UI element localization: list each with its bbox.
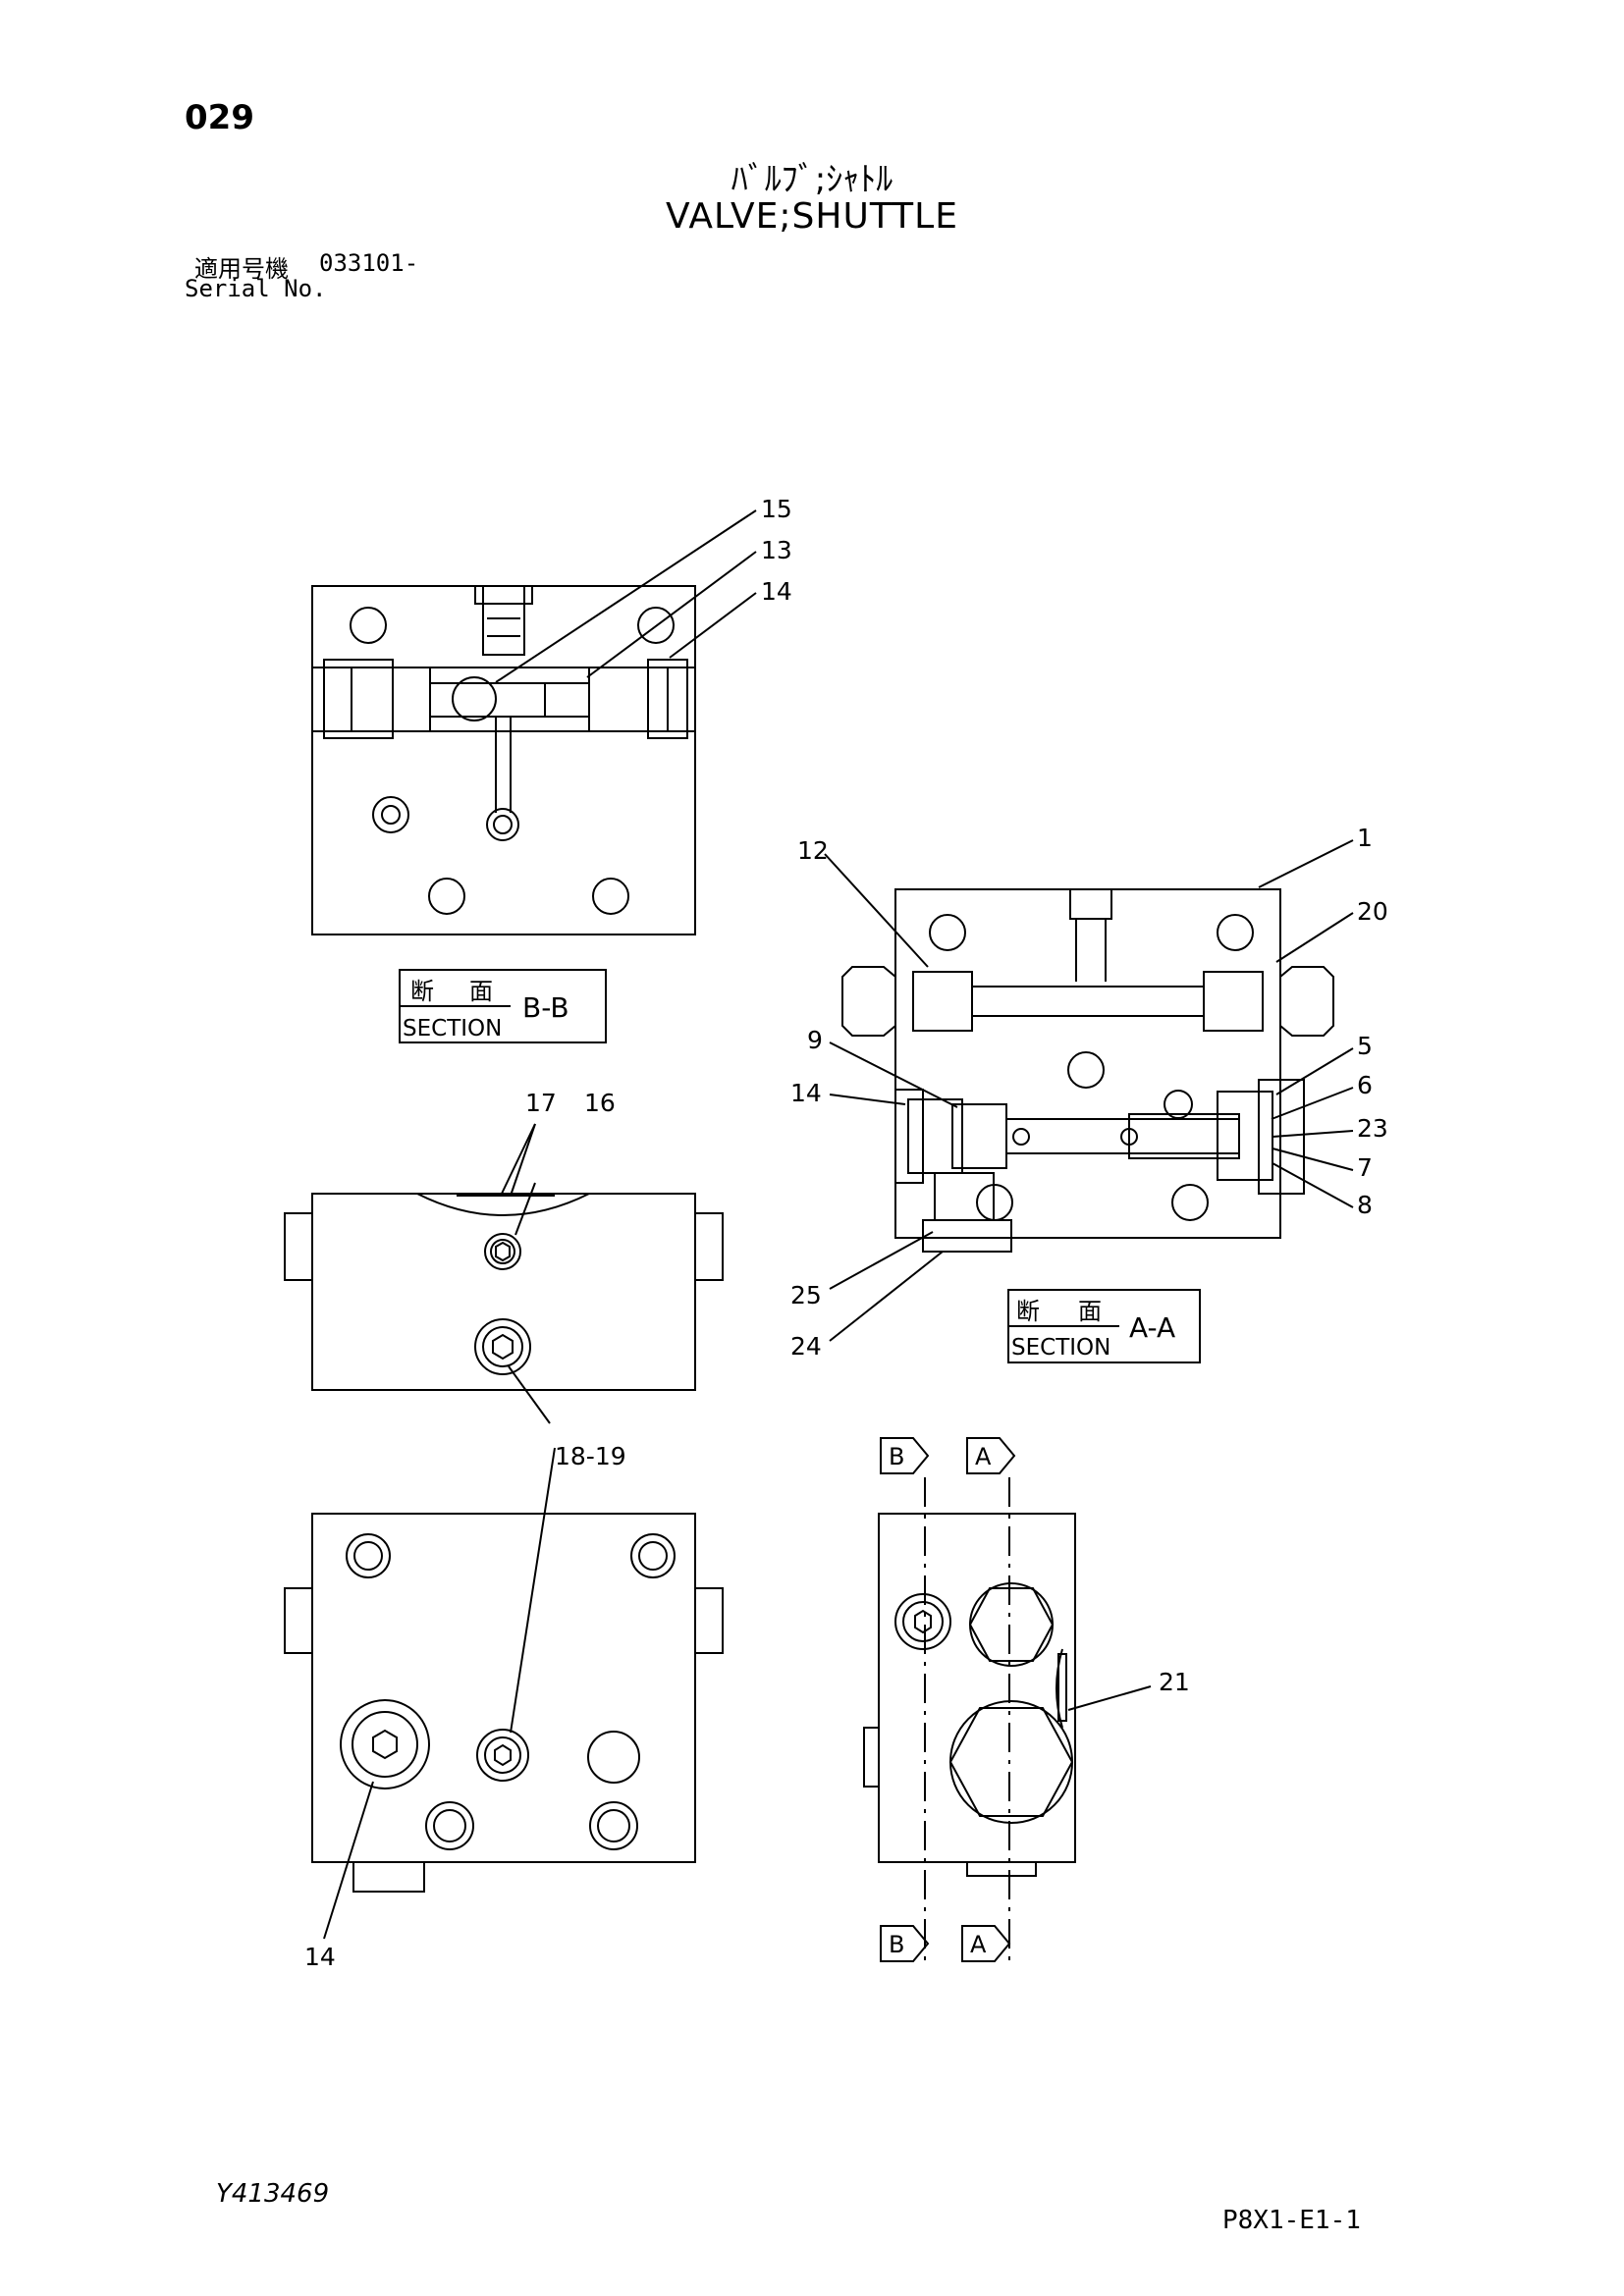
serial-number-value: 033101- [319,249,419,277]
callout-1: 1 [1357,824,1373,852]
section-bb-view [311,509,757,1043]
aa-label-jp1: 断 [1016,1298,1040,1325]
aa-label-jp2: 面 [1078,1298,1102,1325]
callout-8: 8 [1357,1191,1373,1219]
front-view [284,1447,724,1940]
callout-7: 7 [1357,1153,1373,1182]
document-id: Y413469 [216,2179,330,2209]
cut-marker-b-bottom: B [889,1931,904,1958]
callout-17: 17 [525,1089,557,1117]
bb-label-jp1: 断 [410,978,434,1005]
callout-14-section-aa: 14 [790,1079,822,1107]
title-japanese: ﾊﾞﾙﾌﾞ;ｼｬﾄﾙ [731,160,893,199]
cut-marker-a-top: A [975,1443,992,1470]
cut-marker-b-top: B [889,1443,904,1470]
page-code: P8X1-E1-1 [1222,2206,1361,2235]
callout-13: 13 [761,536,792,564]
callout-21: 21 [1159,1668,1190,1696]
callout-9: 9 [807,1026,823,1054]
bb-label-id: B-B [522,991,569,1024]
aa-label-section: SECTION [1011,1335,1110,1361]
callout-23: 23 [1357,1114,1388,1143]
callout-12: 12 [797,836,829,865]
section-aa-view [824,839,1354,1363]
callout-20: 20 [1357,897,1388,926]
aa-label-id: A-A [1129,1311,1175,1344]
callout-18-19: 18-19 [555,1442,626,1470]
callout-24: 24 [790,1332,822,1361]
bb-label-jp2: 面 [469,978,493,1005]
callout-14-bottom: 14 [304,1943,336,1971]
callout-14-top: 14 [761,577,792,606]
callout-5: 5 [1357,1032,1373,1060]
callout-25: 25 [790,1281,822,1309]
page-number: 029 [185,98,254,137]
side-view [863,1437,1152,1963]
serial-label-japanese: 適用号機 [194,255,289,283]
callout-6: 6 [1357,1071,1373,1099]
callout-15: 15 [761,495,792,523]
cut-marker-a-bottom: A [970,1931,987,1958]
top-view [284,1123,724,1424]
title-english: VALVE;SHUTTLE [666,196,958,237]
callout-16: 16 [584,1089,616,1117]
bb-label-section: SECTION [403,1016,502,1041]
serial-label-english: Serial No. [185,275,327,302]
